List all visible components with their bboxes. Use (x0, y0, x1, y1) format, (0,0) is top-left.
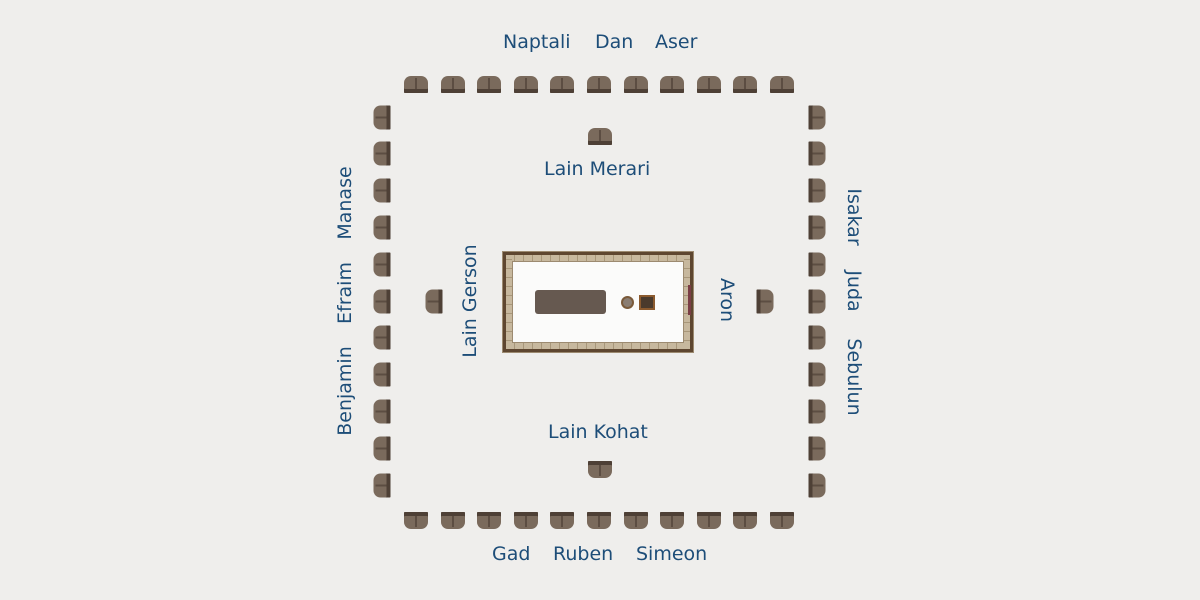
tent-icon (373, 289, 391, 313)
tent-icon (808, 141, 826, 166)
tent-icon (373, 362, 391, 387)
tent-icon (550, 75, 575, 93)
tent-icon (733, 511, 758, 529)
tent-icon (440, 511, 465, 529)
label-gad: Gad (492, 543, 531, 565)
tent-icon (588, 127, 612, 145)
tent-icon (660, 75, 685, 93)
altar-icon (639, 295, 655, 310)
label-efraim: Efraim (334, 262, 356, 324)
tent-icon (477, 75, 502, 93)
tent-icon (756, 289, 774, 313)
tent-icon (733, 75, 758, 93)
tent-icon (808, 325, 826, 350)
tent-icon (808, 399, 826, 424)
tent-icon (587, 511, 611, 529)
laver-icon (621, 296, 634, 309)
tent-icon (373, 252, 391, 277)
table-icon (535, 290, 606, 314)
tent-icon (404, 75, 428, 93)
tent-icon (373, 325, 391, 350)
tent-icon (513, 511, 538, 529)
tent-icon (808, 362, 826, 387)
tent-icon (588, 460, 612, 478)
tent-icon (623, 75, 648, 93)
tent-icon (373, 215, 391, 240)
label-aron: Aron (716, 277, 738, 323)
label-sebulun: Sebulun (843, 338, 865, 416)
tent-icon (513, 75, 538, 93)
label-aser: Aser (655, 31, 698, 53)
tent-icon (425, 289, 443, 313)
tent-icon (587, 75, 611, 93)
tent-icon (373, 473, 391, 497)
entrance-veil (688, 285, 691, 315)
tent-icon (440, 75, 465, 93)
label-manase: Manase (334, 166, 356, 240)
tent-icon (808, 473, 826, 497)
label-lain-kohat: Lain Kohat (548, 421, 648, 443)
label-dan: Dan (595, 31, 634, 53)
label-naptali: Naptali (503, 31, 571, 53)
tent-icon (808, 105, 826, 129)
tent-icon (373, 105, 391, 129)
tent-icon (623, 511, 648, 529)
tent-icon (660, 511, 685, 529)
label-ruben: Ruben (553, 543, 614, 565)
tent-icon (808, 289, 826, 313)
label-lain-gerson: Lain Gerson (459, 244, 481, 358)
tent-icon (770, 511, 794, 529)
tent-icon (808, 215, 826, 240)
tent-icon (808, 252, 826, 277)
label-isakar: Isakar (843, 188, 865, 246)
tent-icon (404, 511, 428, 529)
tent-icon (373, 399, 391, 424)
tent-icon (477, 511, 502, 529)
tent-icon (696, 511, 721, 529)
tent-icon (373, 178, 391, 203)
label-benjamin: Benjamin (334, 346, 356, 436)
tent-icon (808, 178, 826, 203)
tent-icon (808, 436, 826, 461)
tent-icon (696, 75, 721, 93)
tent-icon (373, 141, 391, 166)
label-simeon: Simeon (636, 543, 708, 565)
tent-icon (550, 511, 575, 529)
tent-icon (373, 436, 391, 461)
label-lain-merari: Lain Merari (544, 158, 651, 180)
label-juda: Juda (843, 270, 865, 312)
tent-icon (770, 75, 794, 93)
